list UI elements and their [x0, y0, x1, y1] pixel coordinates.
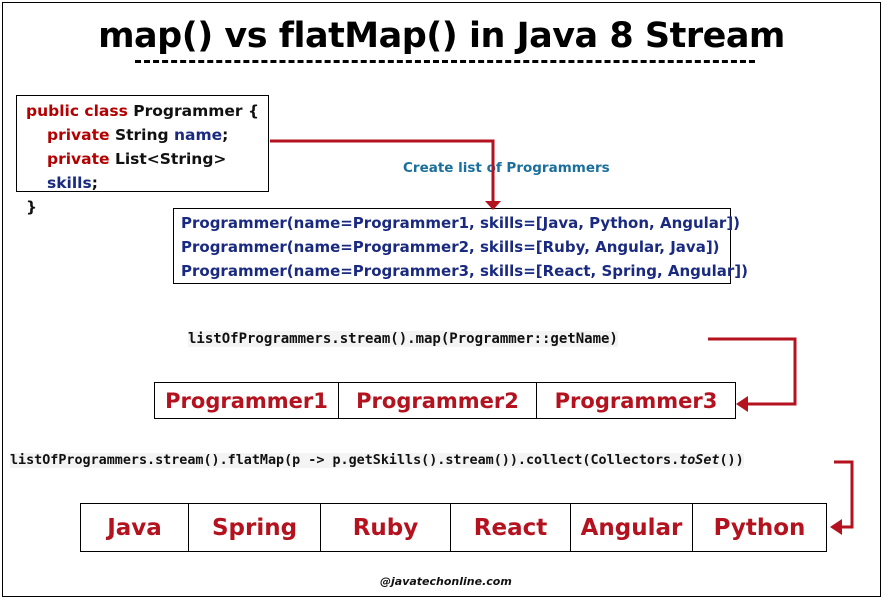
programmer-entry: Programmer(name=Programmer1, skills=[Jav…	[181, 214, 741, 232]
flatmap-result-cell: Python	[713, 514, 806, 541]
semicolon: ;	[222, 126, 229, 144]
flatmap-result-cell: React	[451, 504, 571, 551]
class-keyword: public class	[26, 102, 128, 120]
private-keyword: private	[47, 150, 110, 168]
class-name: Programmer {	[127, 102, 259, 120]
map-result-cell: Programmer1	[155, 383, 339, 418]
class-line-4: }	[26, 198, 38, 216]
flatmap-code-end: ())	[719, 453, 744, 468]
flatmap-result-cell: Spring	[189, 504, 321, 551]
programmer-entry: Programmer(name=Programmer2, skills=[Rub…	[181, 238, 720, 256]
flatmap-result-cell: Java	[81, 504, 189, 551]
flatmap-code: listOfProgrammers.stream().flatMap(p -> …	[10, 453, 744, 468]
flatmap-result-row: Java Spring Ruby React Angular Python	[80, 503, 827, 552]
class-definition-box: public class Programmer { private String…	[16, 95, 269, 216]
page-title: map() vs flatMap() in Java 8 Stream	[98, 16, 785, 56]
semicolon: ;	[91, 174, 98, 192]
map-arrow	[708, 337, 797, 406]
field-type: List<String>	[109, 150, 227, 168]
field-name: name	[174, 126, 223, 144]
programmer-list-box: Programmer(name=Programmer1, skills=[Jav…	[173, 208, 748, 284]
flatmap-code-main: listOfProgrammers.stream().flatMap(p -> …	[10, 453, 680, 468]
flatmap-arrowhead	[830, 519, 842, 535]
class-line-1: public class Programmer {	[26, 99, 268, 123]
flatmap-result-cell: Angular	[571, 504, 693, 551]
map-result-cell: Programmer2	[339, 383, 537, 418]
create-list-label: Create list of Programmers	[403, 160, 610, 176]
credit-text: @javatechonline.com	[380, 575, 512, 588]
flatmap-result-cell: Ruby	[321, 504, 451, 551]
map-code: listOfProgrammers.stream().map(Programme…	[188, 331, 618, 347]
create-list-arrowhead	[485, 201, 501, 210]
create-list-arrow	[270, 139, 495, 205]
private-keyword: private	[47, 126, 110, 144]
field-type: String	[109, 126, 174, 144]
map-arrowhead	[736, 396, 748, 412]
map-result-cell: Programmer3	[554, 388, 718, 413]
class-line-2: private String name;	[26, 123, 268, 147]
class-line-3: private List<String> skills;	[26, 147, 268, 195]
field-name: skills	[47, 174, 92, 192]
programmer-entry: Programmer(name=Programmer3, skills=[Rea…	[181, 262, 748, 280]
title-underline	[135, 60, 755, 63]
flatmap-code-toset: toSet	[679, 453, 720, 468]
map-result-row: Programmer1 Programmer2 Programmer3	[154, 382, 736, 419]
flatmap-arrow	[834, 460, 854, 529]
